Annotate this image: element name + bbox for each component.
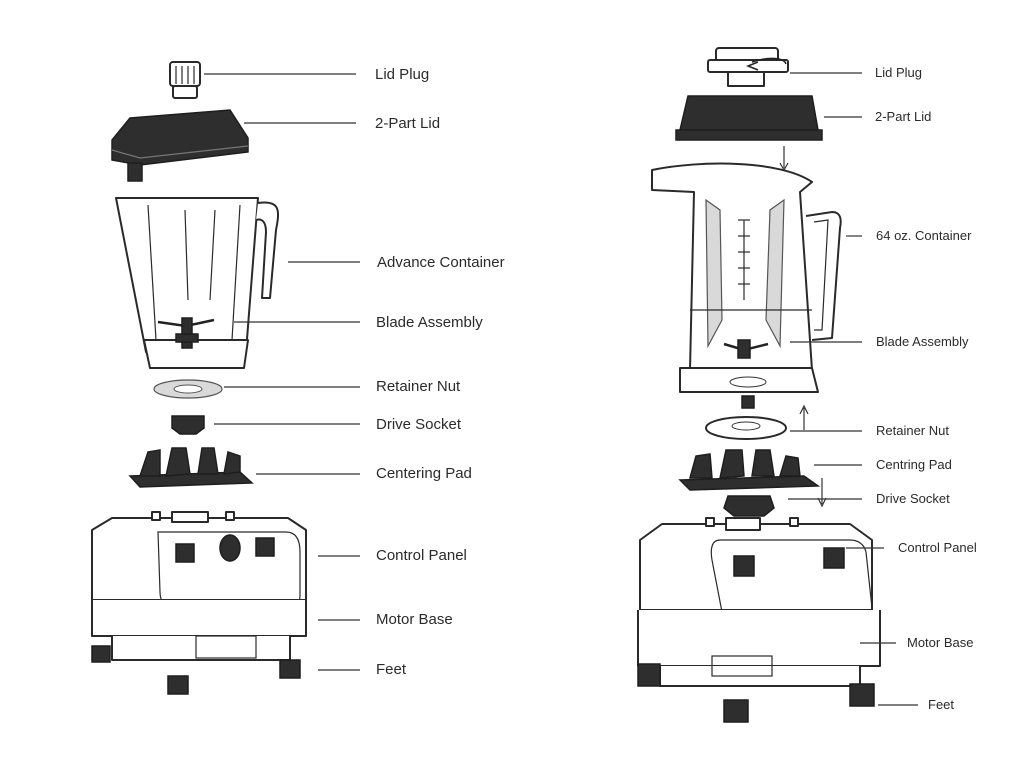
right-labels: Lid Plug 2-Part Lid 64 oz. Container Bla… xyxy=(875,65,977,712)
left-label-centering-pad: Centering Pad xyxy=(376,465,472,482)
right-retainer-nut-part xyxy=(705,416,787,440)
left-label-blade-assembly: Blade Assembly xyxy=(376,314,483,331)
right-label-blade-assembly: Blade Assembly xyxy=(876,334,969,349)
left-retainer-nut-part xyxy=(153,379,223,399)
right-centring-pad-part xyxy=(678,449,827,508)
left-centering-pad-part xyxy=(128,447,254,488)
left-label-retainer-nut: Retainer Nut xyxy=(376,378,461,395)
right-label-retainer-nut: Retainer Nut xyxy=(876,423,949,438)
right-label-motor-base: Motor Base xyxy=(907,635,973,650)
left-motor-base-part xyxy=(91,511,307,695)
right-container-part xyxy=(651,162,842,430)
right-label-centring-pad: Centring Pad xyxy=(876,457,952,472)
left-leader-lines xyxy=(204,73,360,671)
left-lid-plug-part xyxy=(169,61,201,99)
left-blender-illustration xyxy=(91,61,307,695)
left-label-advance-container: Advance Container xyxy=(377,254,505,271)
left-lid-part xyxy=(111,109,249,182)
right-label-64oz-container: 64 oz. Container xyxy=(876,228,972,243)
left-label-feet: Feet xyxy=(376,661,407,678)
right-label-drive-socket: Drive Socket xyxy=(876,491,950,506)
left-drive-socket-part xyxy=(171,415,205,435)
right-drive-socket-part xyxy=(723,495,775,517)
left-label-2-part-lid: 2-Part Lid xyxy=(375,115,440,132)
right-motor-base-part xyxy=(637,517,881,723)
left-label-drive-socket: Drive Socket xyxy=(376,416,462,433)
left-label-motor-base: Motor Base xyxy=(376,611,453,628)
right-label-lid-plug: Lid Plug xyxy=(875,65,922,80)
right-blender-illustration xyxy=(637,47,881,723)
right-lid-plug-part xyxy=(707,47,789,87)
right-lid-part xyxy=(675,95,823,172)
right-label-control-panel: Control Panel xyxy=(898,540,977,555)
left-container-part xyxy=(115,197,279,369)
right-label-2-part-lid: 2-Part Lid xyxy=(875,109,931,124)
left-label-control-panel: Control Panel xyxy=(376,547,467,564)
left-labels: Lid Plug 2-Part Lid Advance Container Bl… xyxy=(375,66,505,678)
right-label-feet: Feet xyxy=(928,697,954,712)
right-leader-lines xyxy=(788,72,918,706)
left-label-lid-plug: Lid Plug xyxy=(375,66,429,83)
